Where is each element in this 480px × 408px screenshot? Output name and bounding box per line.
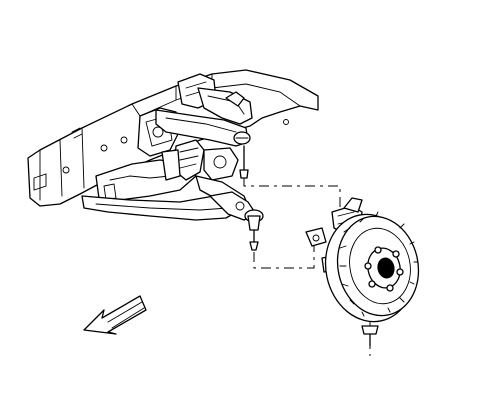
front-direction-arrow-icon [83, 295, 147, 335]
fastener [361, 325, 379, 347]
lower-ball-joint [244, 209, 264, 251]
alignment-lines [243, 178, 371, 356]
upper-ball-joint [239, 145, 249, 179]
lower-control-arm [81, 175, 257, 221]
wheel-hub [364, 246, 404, 292]
shock-mount [161, 139, 239, 181]
upper-control-arm [155, 87, 253, 147]
